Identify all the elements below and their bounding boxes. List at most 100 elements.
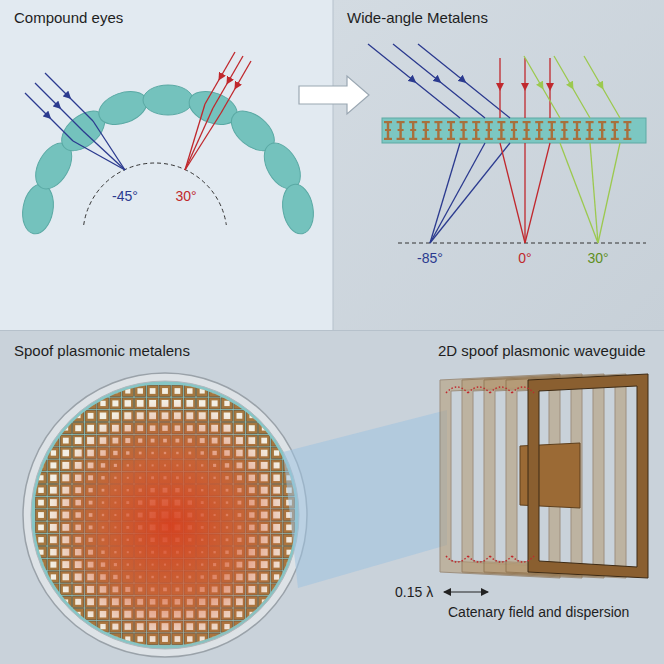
meta-atom bbox=[536, 129, 542, 131]
meta-atom bbox=[548, 138, 556, 140]
unit-cell-slot bbox=[51, 450, 56, 455]
dimension-arrow bbox=[444, 591, 488, 592]
meta-atom bbox=[523, 138, 531, 140]
meta-atom bbox=[397, 138, 405, 140]
catenary-field bbox=[512, 387, 534, 393]
unit-cell-slot bbox=[38, 525, 44, 531]
meta-atom bbox=[486, 129, 492, 131]
meta-atom bbox=[535, 138, 543, 140]
meta-atom bbox=[611, 138, 619, 140]
focal-line bbox=[398, 243, 646, 244]
unit-cell-slot bbox=[162, 388, 168, 394]
incident-ray bbox=[35, 83, 83, 131]
unit-cell-slot bbox=[76, 413, 81, 418]
angle-label: -45° bbox=[112, 188, 138, 205]
focused-ray bbox=[430, 143, 485, 243]
ommatidia bbox=[19, 85, 317, 236]
meta-atom bbox=[498, 129, 504, 131]
unit-cell-slot bbox=[39, 562, 43, 566]
unit-cell-slot bbox=[150, 388, 156, 394]
unit-cell-slot bbox=[113, 389, 117, 393]
focal-glow bbox=[45, 400, 295, 650]
ommatidium bbox=[143, 85, 193, 115]
unit-cell-slot bbox=[212, 400, 218, 406]
unit-cell-slot bbox=[200, 388, 205, 393]
meta-atom bbox=[434, 121, 442, 123]
panel: Compound eyes bbox=[0, 0, 333, 330]
unit-cell bbox=[184, 386, 195, 397]
incident-ray bbox=[221, 61, 251, 113]
focused-ray bbox=[430, 143, 460, 243]
meta-atom bbox=[587, 129, 593, 131]
dashed-arc bbox=[84, 163, 227, 225]
meta-atom bbox=[586, 138, 594, 140]
meta-atom bbox=[472, 121, 480, 123]
unit-cell-slot bbox=[63, 599, 68, 604]
unit-cell-slot bbox=[76, 612, 81, 617]
unit-cell-slot bbox=[63, 438, 69, 444]
unit-cell-slot bbox=[249, 413, 254, 418]
unit-cell-slot bbox=[125, 388, 130, 393]
panel-title: Spoof plasmonic metalens bbox=[14, 342, 190, 360]
catenary-field bbox=[468, 387, 490, 393]
unit-cell bbox=[172, 386, 183, 397]
meta-atom bbox=[560, 121, 568, 123]
unit-cell-slot bbox=[38, 512, 44, 518]
meta-atom bbox=[510, 138, 518, 140]
angle-label: 30° bbox=[175, 188, 196, 205]
unit-cell-slot bbox=[187, 388, 193, 394]
unit-cell-slot bbox=[236, 413, 242, 419]
unit-cell bbox=[110, 398, 121, 409]
unit-cell bbox=[160, 386, 171, 397]
unit-cell bbox=[36, 534, 47, 545]
unit-cell bbox=[36, 485, 47, 496]
plate-frame bbox=[506, 374, 626, 578]
meta-atom bbox=[398, 129, 404, 131]
incident-ray bbox=[25, 93, 73, 141]
unit-cell bbox=[110, 386, 121, 397]
incident-ray bbox=[549, 58, 550, 118]
angle-label: -85° bbox=[417, 250, 443, 267]
unit-cell bbox=[73, 410, 84, 421]
unit-cell bbox=[271, 435, 282, 446]
unit-cell bbox=[85, 410, 96, 421]
panel-divider bbox=[0, 330, 664, 331]
unit-cell bbox=[209, 386, 220, 397]
focused-ray bbox=[185, 108, 213, 170]
focused-ray bbox=[500, 143, 525, 243]
ommatidium bbox=[279, 182, 317, 236]
unit-cell bbox=[36, 559, 47, 570]
meta-atom bbox=[434, 138, 442, 140]
unit-cell-slot bbox=[100, 401, 105, 406]
light-rays bbox=[25, 52, 251, 170]
panel-title: Compound eyes bbox=[14, 9, 123, 27]
unit-cell-slot bbox=[50, 462, 56, 468]
catenary-field bbox=[446, 556, 468, 562]
unit-cell bbox=[48, 448, 59, 459]
unit-cell bbox=[197, 386, 208, 397]
catenary-field bbox=[446, 387, 468, 393]
unit-cell-slot bbox=[274, 450, 279, 455]
ommatidium bbox=[19, 182, 57, 236]
unit-cell-slot bbox=[237, 401, 241, 405]
catenary-field bbox=[468, 556, 490, 562]
panel-ground bbox=[0, 0, 333, 330]
unit-cell bbox=[122, 386, 133, 397]
focused-ray bbox=[525, 143, 550, 243]
meta-atom bbox=[384, 138, 392, 140]
annotation: Catenary field and dispersion bbox=[448, 604, 629, 621]
meta-atom bbox=[485, 138, 493, 140]
meta-atom bbox=[599, 129, 605, 131]
unit-cell bbox=[98, 398, 109, 409]
unit-cell bbox=[222, 398, 233, 409]
angle-label: 0° bbox=[518, 250, 531, 267]
unit-cell bbox=[48, 584, 59, 595]
focused-ray bbox=[185, 113, 221, 170]
meta-atom bbox=[485, 121, 493, 123]
meta-atom bbox=[497, 121, 505, 123]
meta-atom bbox=[409, 121, 417, 123]
meta-atom bbox=[472, 138, 480, 140]
panel-divider bbox=[333, 0, 334, 330]
